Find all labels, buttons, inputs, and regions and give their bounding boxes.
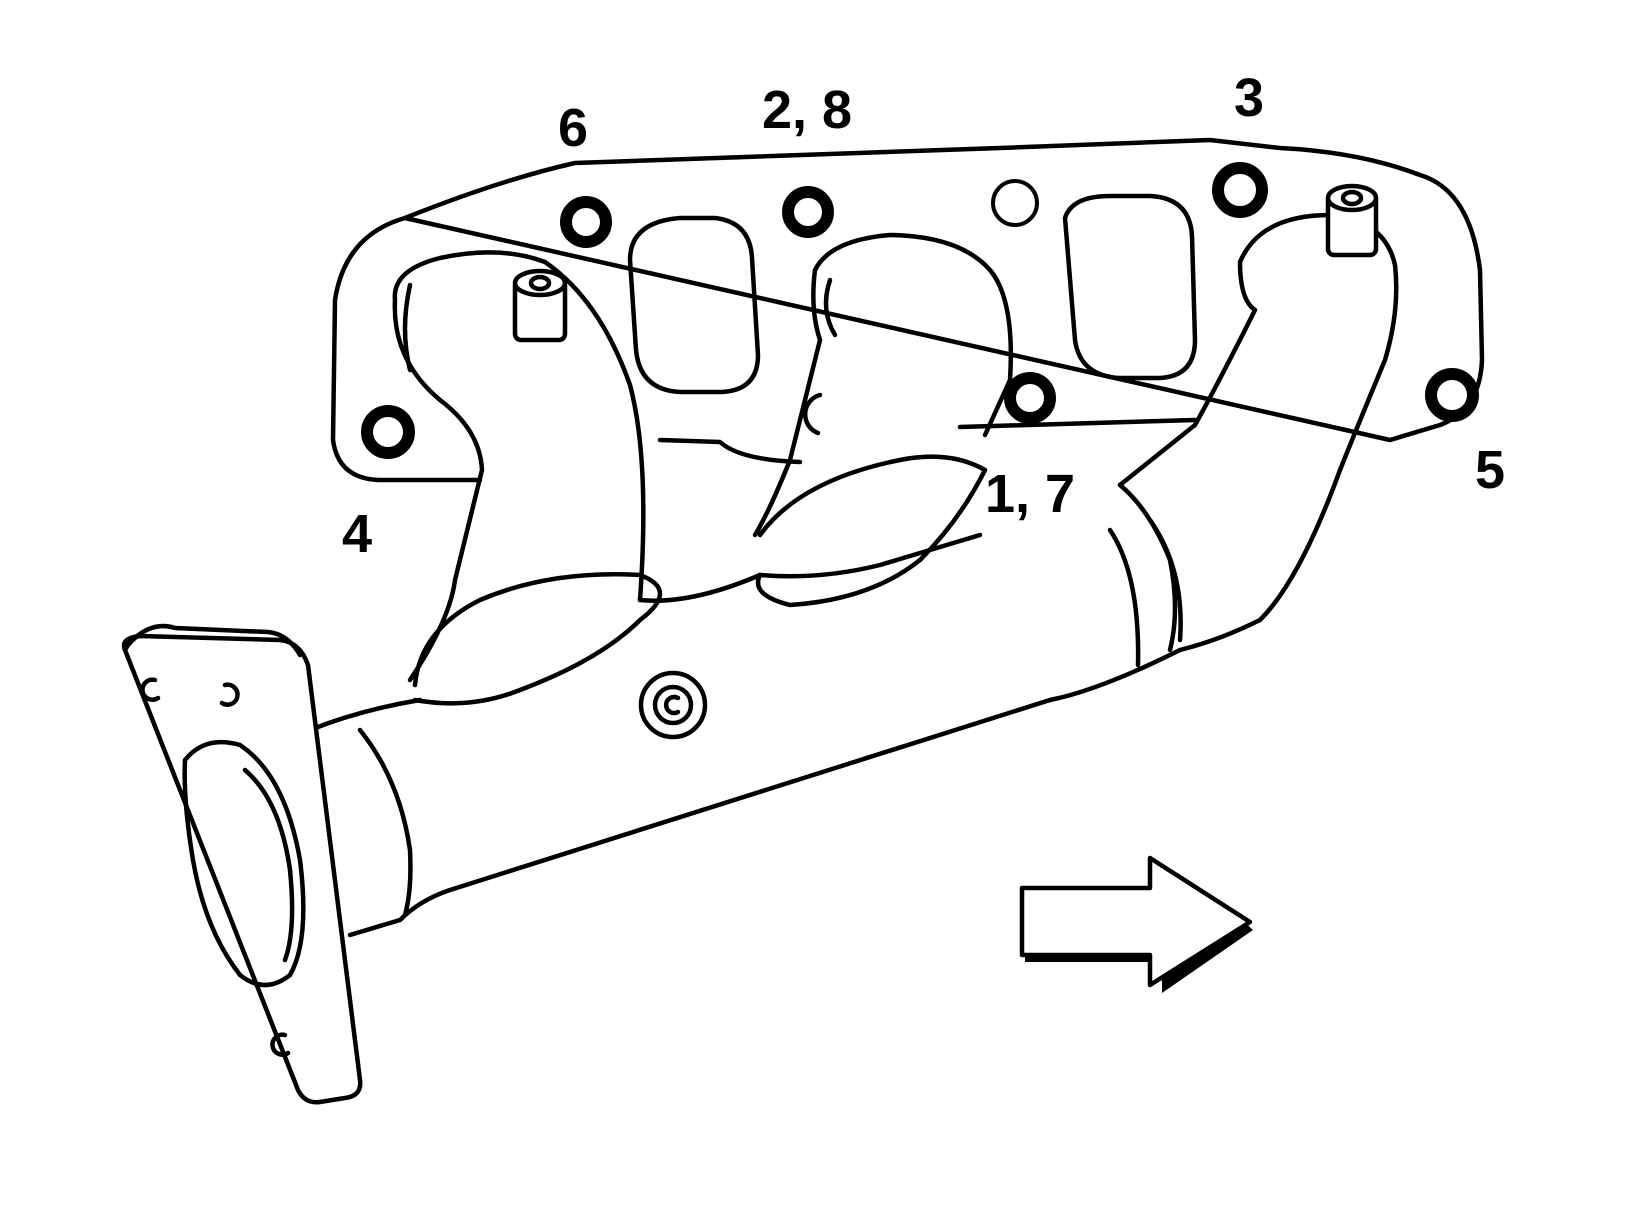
collector-seam (637, 572, 763, 603)
label-bolt-4: 4 (342, 504, 372, 564)
label-bolt-5: 5 (1475, 440, 1505, 500)
arrow-right-icon (1019, 855, 1253, 993)
exhaust-port-3 (1062, 193, 1198, 381)
bolt-4-circle (361, 405, 415, 459)
label-bolt-6: 6 (558, 98, 588, 158)
bolt-5-circle (1425, 368, 1479, 422)
empty-hole-top (991, 179, 1039, 227)
runner-2-inner (823, 277, 838, 338)
bolt-2-8-circle (782, 186, 834, 238)
sensor-boss (638, 670, 708, 740)
empty-hole-lower (802, 392, 823, 436)
stud-right (1325, 183, 1379, 258)
runner-1-inner (402, 282, 413, 373)
runner-2 (752, 232, 1014, 538)
label-bolt-3: 3 (1234, 68, 1264, 128)
pipe-neck-band (357, 727, 413, 918)
exhaust-port-2 (627, 215, 761, 395)
outlet-opening-outer (182, 739, 306, 988)
collector-lobe-center (755, 454, 988, 608)
outlet-flange (121, 633, 363, 1105)
collector-lobe-center-inner (757, 532, 983, 579)
stud-left (512, 268, 568, 343)
outlet-flange-side (122, 623, 303, 658)
flange-hole-2 (219, 682, 240, 707)
flange-hole-3 (270, 1032, 291, 1057)
bolt-6-circle (560, 196, 612, 248)
pipe-band-1 (1107, 527, 1141, 668)
exhaust-pipe-body (307, 647, 1183, 938)
outlet-opening-inner (242, 767, 295, 963)
bolt-1-7-circle (1004, 372, 1056, 424)
flange-bottom-edge (657, 437, 803, 465)
bolt-3-circle (1212, 162, 1268, 218)
manifold-flange-outline (330, 137, 1485, 483)
collector-lobe-left (412, 572, 663, 706)
pipe-band-2 (1147, 517, 1183, 643)
label-bolt-1-7: 1, 7 (985, 464, 1075, 524)
flange-hole-1 (140, 677, 161, 702)
runner-3 (1117, 212, 1399, 653)
label-bolt-2-8: 2, 8 (762, 80, 852, 140)
